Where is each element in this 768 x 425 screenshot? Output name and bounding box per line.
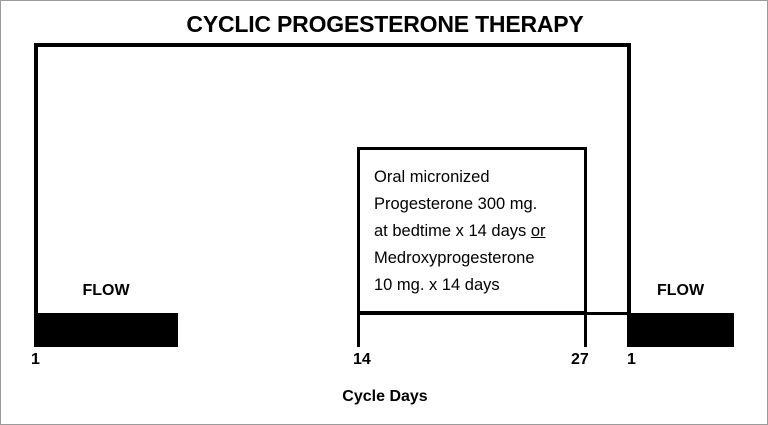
cycle-bracket-left — [34, 43, 38, 314]
treatment-line-3-or: or — [530, 222, 546, 240]
axis-caption: Cycle Days — [342, 388, 428, 405]
flow-bar-right — [627, 313, 734, 347]
cycle-axis-line — [357, 312, 631, 315]
cycle-bracket-top — [34, 43, 631, 47]
cycle-bracket-right — [627, 43, 631, 314]
treatment-line-3: at bedtime x 14 days or — [374, 218, 578, 245]
day-label-14: 14 — [353, 351, 371, 368]
flow-bar-left — [34, 313, 178, 347]
treatment-line-3-text: at bedtime x 14 days — [374, 222, 531, 240]
treatment-line-1: Oral micronized — [374, 168, 490, 186]
treatment-line-4: Medroxyprogesterone — [374, 249, 535, 267]
axis-tick-day-27 — [584, 301, 587, 347]
page-title: CYCLIC PROGESTERONE THERAPY — [186, 11, 584, 37]
day-label-27: 27 — [571, 351, 589, 368]
treatment-line-2: Progesterone 300 mg. — [374, 195, 538, 213]
treatment-line-5: 10 mg. x 14 days — [374, 276, 500, 294]
axis-tick-day-14 — [357, 301, 360, 347]
flow-label-right: FLOW — [656, 282, 705, 299]
day-label-cycle-restart: 1 — [627, 351, 636, 368]
flow-label-left: FLOW — [82, 282, 130, 299]
day-label-cycle-start: 1 — [31, 351, 40, 368]
treatment-text: Oral micronized Progesterone 300 mg. at … — [374, 164, 578, 299]
treatment-text-box: Oral micronized Progesterone 300 mg. at … — [357, 147, 587, 314]
